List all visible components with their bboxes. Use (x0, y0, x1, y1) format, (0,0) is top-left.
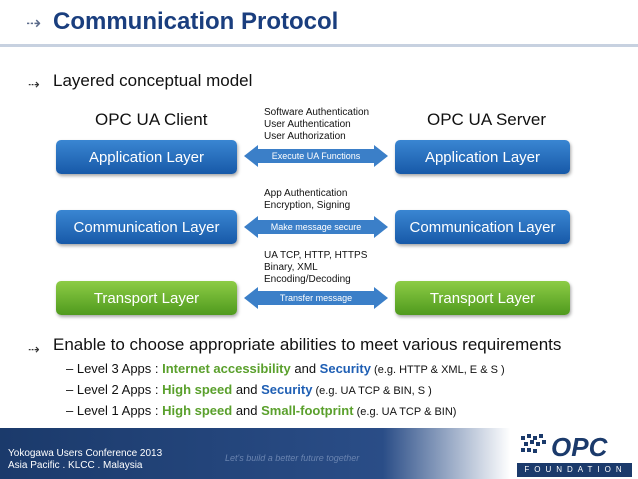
app-double-arrow: Execute UA Functions (244, 145, 388, 167)
level-3-item: – Level 3 Apps : Internet accessibility … (66, 361, 505, 376)
footer-tagline: Let's build a better future together (225, 453, 360, 463)
client-label: OPC UA Client (95, 110, 208, 129)
opc-foundation-logo: OPC FOUNDATION (517, 428, 632, 479)
comm-arrow-label: Make message secure (270, 222, 362, 232)
title-divider (0, 44, 638, 47)
transport-arrow-label: Transfer message (279, 293, 353, 303)
transport-double-arrow: Transfer message (244, 287, 388, 309)
level-1-item: – Level 1 Apps : High speed and Small-fo… (66, 403, 457, 418)
client-communication-layer: Communication Layer (56, 210, 237, 244)
server-communication-layer: Communication Layer (395, 210, 570, 244)
client-application-layer: Application Layer (56, 140, 237, 174)
enable-heading: Enable to choose appropriate abilities t… (53, 335, 562, 354)
server-application-layer: Application Layer (395, 140, 570, 174)
client-transport-layer: Transport Layer (56, 281, 237, 315)
page-title: Communication Protocol (53, 8, 339, 35)
title-arrow-icon: ⇢ (26, 13, 42, 33)
logo-subtext: FOUNDATION (524, 465, 627, 474)
bullet-arrow-icon: ⇢ (28, 76, 40, 92)
layered-model-heading: Layered conceptual model (53, 71, 253, 90)
comm-double-arrow: Make message secure (244, 216, 388, 238)
logo-mark: OPC (551, 432, 608, 462)
server-label: OPC UA Server (427, 110, 547, 129)
app-arrow-label: Execute UA Functions (271, 151, 361, 161)
bullet-arrow-icon: ⇢ (28, 341, 40, 357)
level-2-item: – Level 2 Apps : High speed and Security… (66, 382, 432, 397)
server-transport-layer: Transport Layer (395, 281, 570, 315)
